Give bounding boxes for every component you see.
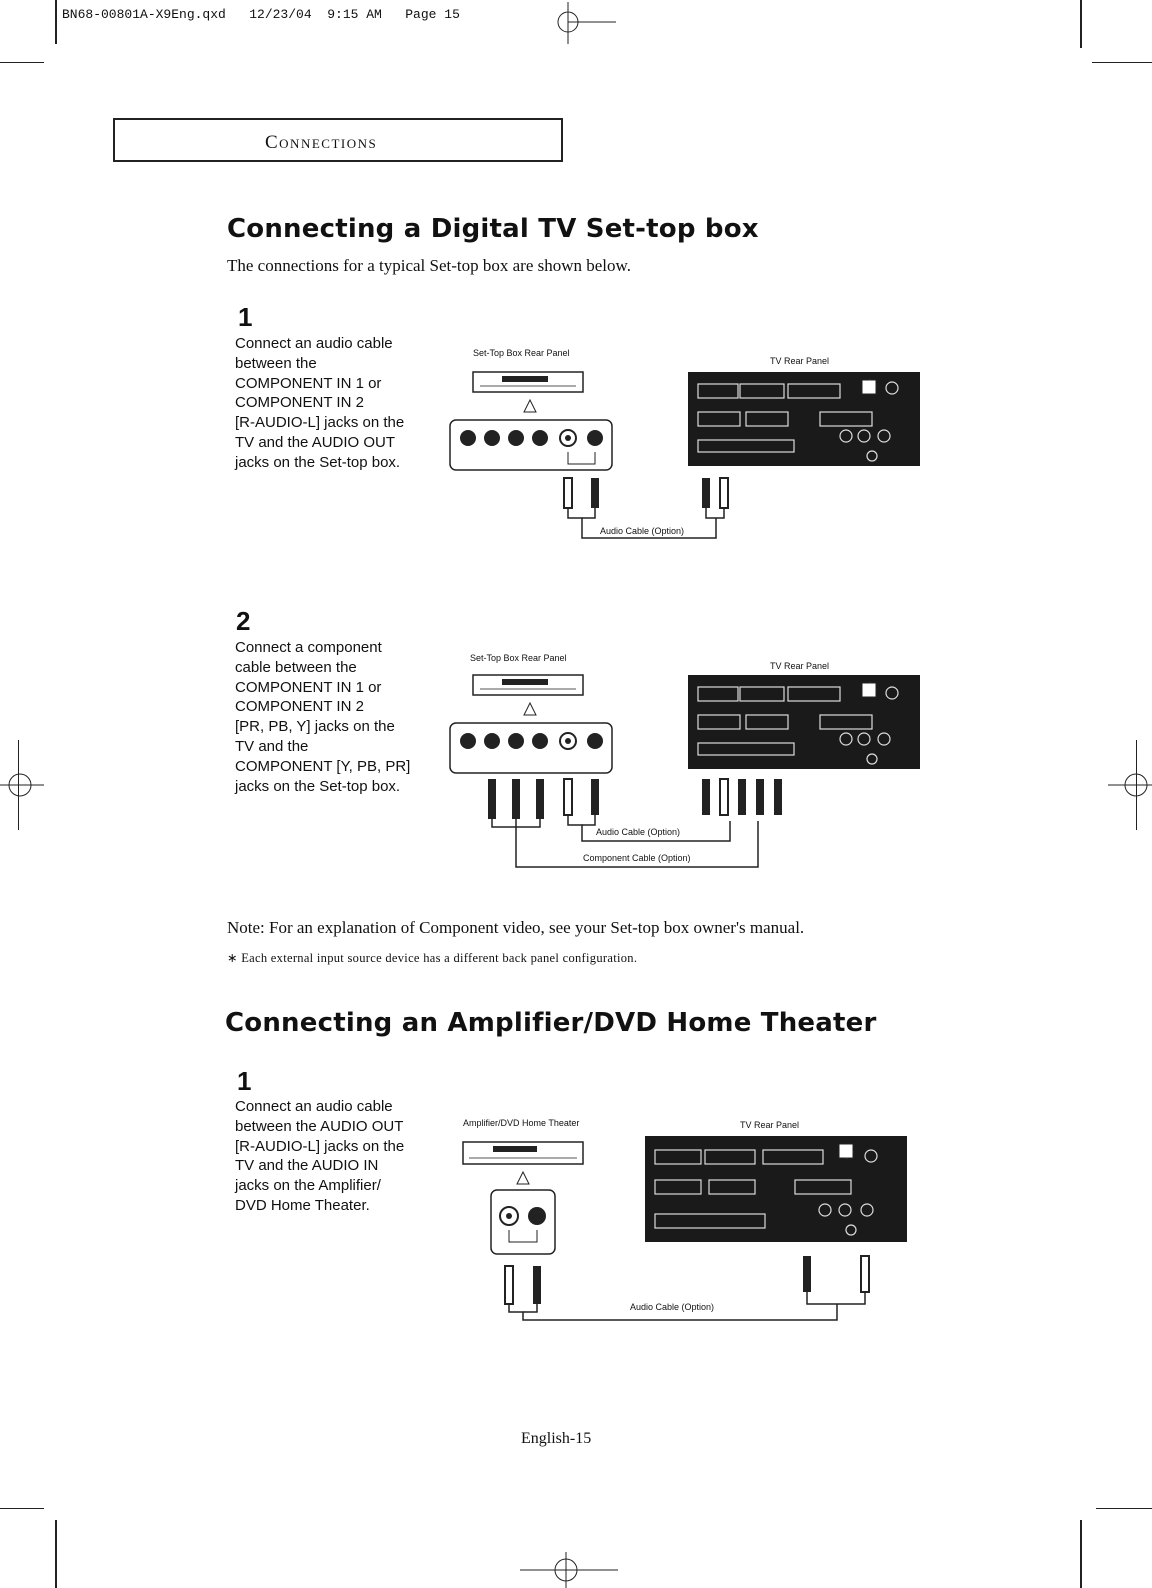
- section-label: Connections: [265, 132, 377, 154]
- crop-mark: [1080, 0, 1082, 48]
- audio-cable-label: Audio Cable (Option): [630, 1302, 714, 1312]
- crop-mark: [1080, 1520, 1082, 1588]
- set-top-box-panel: [440, 645, 930, 875]
- section-title: Connecting an Amplifier/DVD Home Theater: [225, 1008, 877, 1038]
- component-cable-label: Component Cable (Option): [583, 853, 691, 863]
- step-instructions: Connect an audio cable between the COMPO…: [235, 334, 435, 473]
- crop-mark: [1096, 1508, 1152, 1509]
- registration-mark-icon: [540, 0, 620, 46]
- print-header: BN68-00801A-X9Eng.qxd 12/23/04 9:15 AM P…: [62, 7, 460, 22]
- page-number: English-15: [521, 1430, 591, 1448]
- set-top-box-panel: [440, 340, 930, 550]
- registration-mark-icon: [0, 760, 46, 810]
- amplifier-panel: [455, 1110, 915, 1330]
- crop-mark: [55, 0, 57, 44]
- registration-mark-icon: [1106, 760, 1152, 810]
- step-number: 2: [236, 606, 250, 637]
- page-title: Connecting a Digital TV Set-top box: [227, 214, 759, 244]
- step-instructions: Connect a component cable between the CO…: [235, 638, 435, 796]
- audio-cable-label: Audio Cable (Option): [596, 827, 680, 837]
- crop-mark: [0, 62, 44, 63]
- note-text: Note: For an explanation of Component vi…: [227, 918, 804, 938]
- crop-mark: [0, 1508, 44, 1509]
- diagram-component-connection: Set-Top Box Rear Panel TV Rear Panel: [440, 645, 930, 875]
- step-instructions: Connect an audio cable between the AUDIO…: [235, 1097, 435, 1216]
- crop-mark: [55, 1520, 57, 1588]
- bullet-note: ∗ Each external input source device has …: [227, 950, 637, 966]
- step-number: 1: [237, 1066, 251, 1097]
- crop-mark: [1092, 62, 1152, 63]
- intro-text: The connections for a typical Set-top bo…: [227, 256, 631, 276]
- audio-cable-label: Audio Cable (Option): [600, 526, 684, 536]
- registration-mark-icon: [520, 1552, 620, 1588]
- diagram-audio-connection: Set-Top Box Rear Panel TV Rear Panel: [440, 340, 930, 550]
- section-header-box: Connections: [113, 118, 563, 162]
- diagram-amplifier-connection: Amplifier/DVD Home Theater TV Rear Panel…: [455, 1110, 915, 1330]
- step-number: 1: [238, 302, 252, 333]
